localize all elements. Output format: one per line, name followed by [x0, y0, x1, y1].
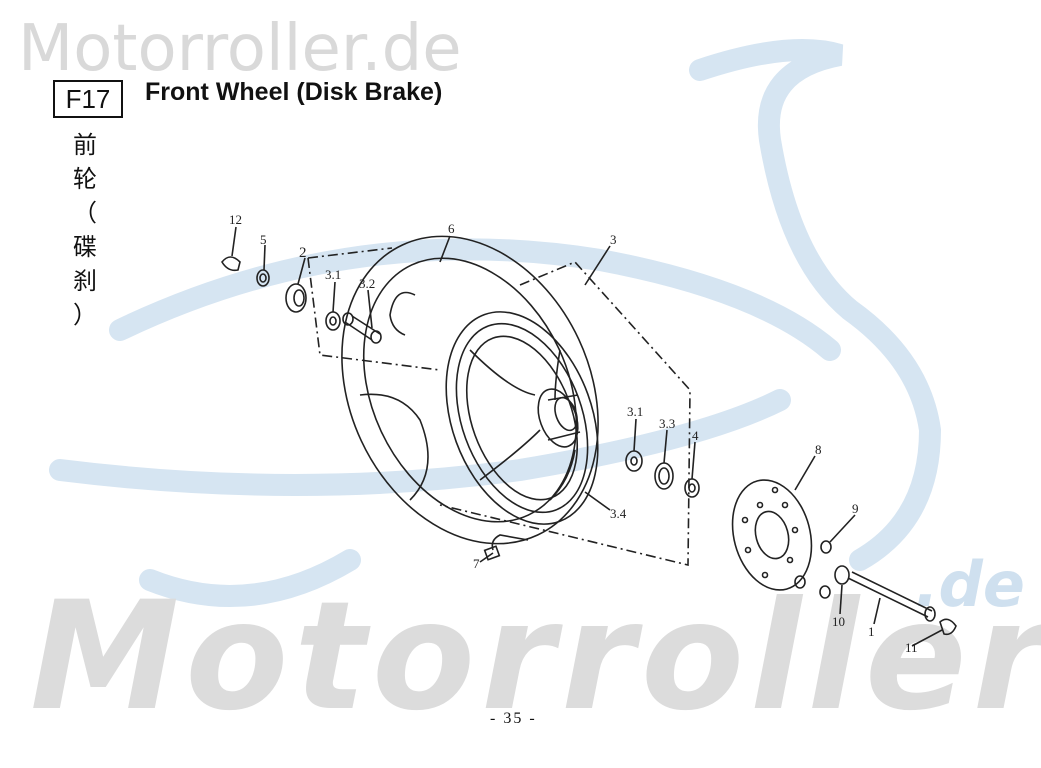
- bearing-left-part: [325, 311, 341, 331]
- part-label-9: 9: [852, 501, 859, 516]
- bolt-part: [820, 540, 832, 554]
- washer-part: [256, 269, 270, 287]
- part-label-2: 2: [299, 245, 307, 261]
- chinese-char: 刹: [73, 267, 97, 295]
- diagram-title: Front Wheel (Disk Brake): [145, 78, 443, 106]
- part-label-10: 10: [832, 614, 845, 629]
- chinese-char: ）: [73, 301, 97, 329]
- part-label-3-3: 3.3: [659, 416, 675, 431]
- axle-collar-part: [834, 565, 850, 585]
- page-number: - 35 -: [490, 710, 537, 727]
- collar-part: [684, 478, 700, 498]
- chinese-char: （: [73, 199, 97, 227]
- part-label-11: 11: [905, 640, 918, 655]
- watermark-top: Motorroller.de: [18, 12, 462, 86]
- part-label-3-1-right: 3.1: [627, 404, 643, 419]
- chinese-char: 碟: [73, 233, 97, 261]
- part-label-3: 3: [610, 232, 617, 247]
- brake-disc-part: [731, 479, 813, 591]
- part-label-1: 1: [868, 624, 875, 639]
- part-label-3-4: 3.4: [610, 506, 627, 521]
- wheel-rim-part: [445, 311, 599, 525]
- speedo-gear-part: [285, 283, 307, 313]
- part-label-3-2: 3.2: [359, 276, 375, 291]
- bearing-right-part: [625, 450, 643, 472]
- axle-part: [847, 571, 933, 618]
- part-label-6: 6: [448, 221, 455, 236]
- part-label-12: 12: [229, 212, 242, 227]
- spacer-part: [344, 315, 381, 341]
- part-label-8: 8: [815, 442, 822, 457]
- watermark-bottom: Motorroller: [30, 570, 1041, 744]
- chinese-char: 前: [73, 131, 97, 159]
- tire-part: [341, 235, 599, 545]
- axle-nut-part: [939, 618, 957, 636]
- seal-part: [654, 462, 674, 490]
- cap-part: [221, 256, 241, 272]
- chinese-title: 前 轮 （ 碟 刹 ）: [68, 128, 102, 332]
- part-label-4: 4: [692, 428, 699, 443]
- part-label-5: 5: [260, 232, 267, 247]
- part-label-7: 7: [473, 556, 480, 571]
- part-label-3-1-left: 3.1: [325, 267, 341, 282]
- diagram-code: F17: [53, 80, 123, 118]
- chinese-char: 轮: [73, 165, 97, 193]
